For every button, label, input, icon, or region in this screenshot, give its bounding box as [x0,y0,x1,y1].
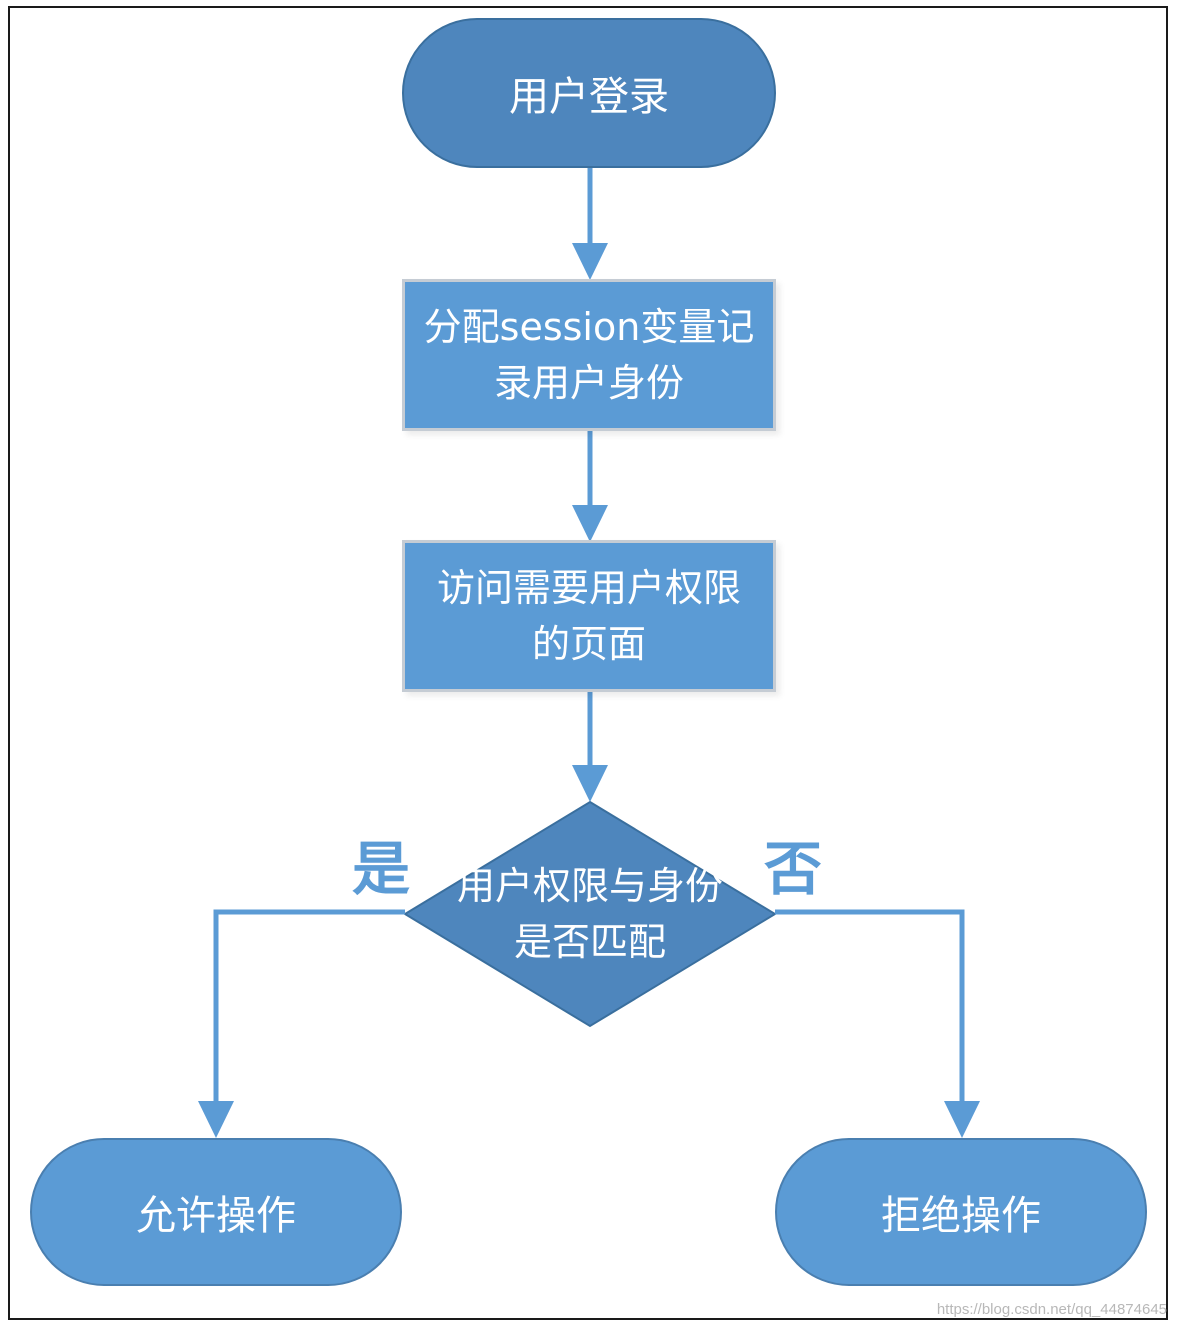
access-page-node: 访问需要用户权限的页面 [402,540,776,692]
arrowhead-allow [198,1101,234,1138]
assign-session-label: 分配session变量记录用户身份 [423,305,755,405]
diagram-frame [8,6,1168,1320]
access-page-label: 访问需要用户权限的页面 [436,566,741,666]
no-branch-label: 否 [764,835,823,903]
decision-label: 用户权限与身份是否匹配 [456,864,723,964]
edge-no-to-reject [775,909,965,1105]
start-node-label: 用户登录 [509,74,669,120]
decision-diamond [403,800,777,1028]
arrowhead-reject [944,1101,980,1138]
arrowhead-decision [572,765,608,802]
allow-node: 允许操作 [30,1138,402,1286]
watermark-text: https://blog.csdn.net/qq_44874645 [936,1301,1167,1318]
reject-node: 拒绝操作 [775,1138,1147,1286]
arrowhead-session [572,243,608,280]
assign-session-node: 分配session变量记录用户身份 [402,279,776,431]
reject-node-label: 拒绝操作 [881,1193,1041,1239]
edge-yes-to-allow [213,909,405,1105]
arrowhead-access [572,505,608,542]
yes-branch-label: 是 [352,835,411,903]
allow-node-label: 允许操作 [136,1193,296,1239]
start-node: 用户登录 [402,18,776,168]
